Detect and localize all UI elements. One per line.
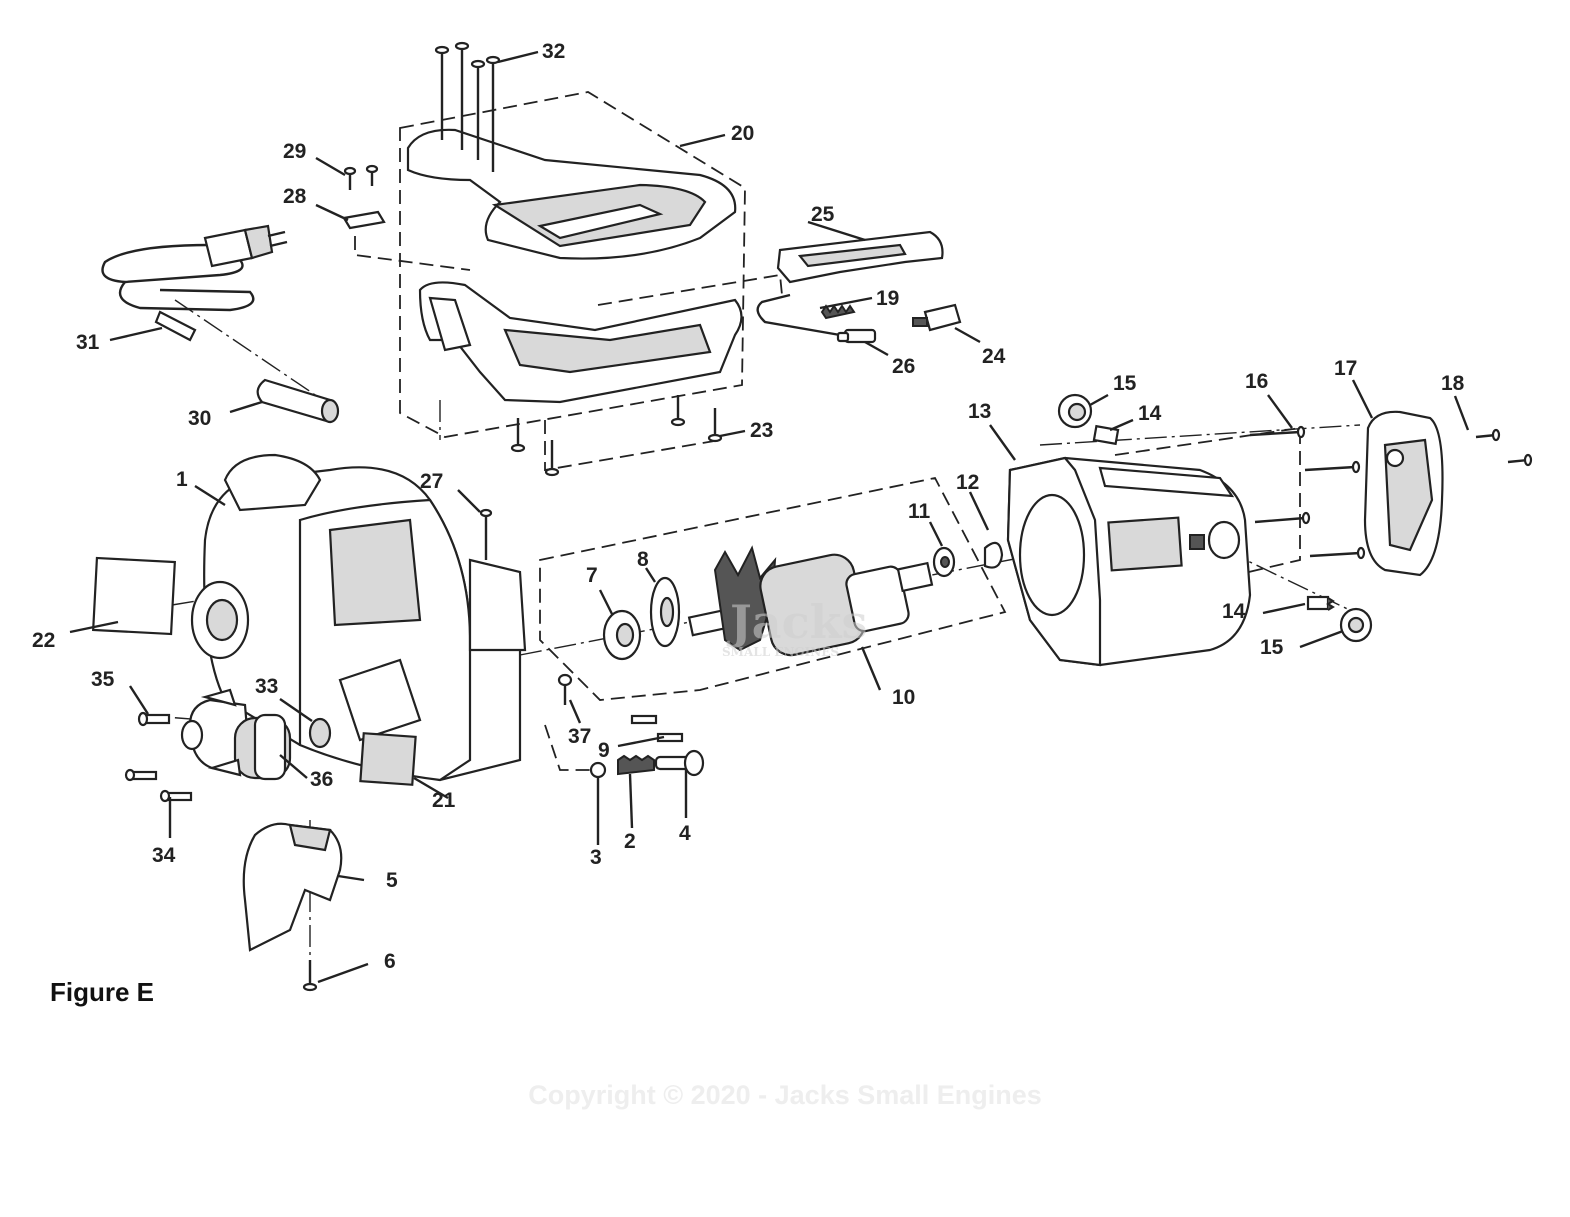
label-22 xyxy=(92,556,176,636)
lower-guard-5 xyxy=(242,822,343,952)
switch-24 xyxy=(912,303,962,332)
cover-screws-18 xyxy=(1475,428,1533,467)
wave-washer-12 xyxy=(983,541,1004,569)
switch-wire-boundary xyxy=(597,273,783,306)
e-ring-3 xyxy=(589,761,607,779)
cord-clamp-28 xyxy=(342,210,386,230)
handle-lower-half xyxy=(418,281,743,404)
bearing-11 xyxy=(932,546,956,578)
callout-37: 37 xyxy=(568,725,591,748)
screw-37 xyxy=(557,673,573,705)
callout-24: 24 xyxy=(982,345,1006,368)
handle-screws-32 xyxy=(434,41,501,172)
cord-clamp-screws-29 xyxy=(343,164,379,190)
figure-title: Figure E xyxy=(50,977,154,1007)
bearing-retainer-8 xyxy=(649,576,681,648)
cord-protector-30 xyxy=(256,378,340,424)
callout-26: 26 xyxy=(892,355,915,378)
washer-33 xyxy=(308,717,332,749)
watermark-logo: Jacks SMALL ENGINES xyxy=(722,595,867,659)
armature xyxy=(687,545,934,657)
cord-clamp-boundary xyxy=(354,236,471,271)
callout-leaders xyxy=(69,50,1470,984)
callout-21: 21 xyxy=(432,789,456,812)
callout-2: 2 xyxy=(624,830,636,853)
callout-20: 20 xyxy=(731,122,754,145)
brush-14-upper xyxy=(1092,424,1120,446)
callout-15-upper: 15 xyxy=(1113,372,1137,395)
callout-25: 25 xyxy=(811,203,835,226)
callout-33: 33 xyxy=(255,675,278,698)
handle-upper-half xyxy=(406,128,737,260)
callout-16: 16 xyxy=(1245,370,1268,393)
trigger-25 xyxy=(776,230,944,284)
callout-1: 1 xyxy=(176,468,188,491)
callout-19: 19 xyxy=(876,287,899,310)
callout-14-upper: 14 xyxy=(1138,402,1162,425)
callout-32: 32 xyxy=(542,40,565,63)
handle-screw-boundary xyxy=(544,420,721,472)
callout-29: 29 xyxy=(283,140,306,163)
callout-3: 3 xyxy=(590,846,602,869)
callout-4: 4 xyxy=(679,822,691,845)
callout-35: 35 xyxy=(91,668,115,691)
screw-27 xyxy=(479,508,493,560)
motor-housing-screw-boundary xyxy=(1114,426,1301,596)
callout-12: 12 xyxy=(956,471,979,494)
handle-screws-23 xyxy=(510,395,723,477)
armature-assembly-boundary xyxy=(539,476,1007,701)
callout-34: 34 xyxy=(152,844,176,867)
callout-8: 8 xyxy=(637,548,649,571)
flange-screw-35 xyxy=(137,711,171,727)
callout-22: 22 xyxy=(32,629,55,652)
lock-button-26 xyxy=(836,328,877,344)
guard-screw-6 xyxy=(302,960,318,992)
brush-14-lower xyxy=(1306,595,1335,611)
watermark-brand: Jacks xyxy=(726,595,867,649)
spring-pin-boundary xyxy=(544,724,600,771)
callout-15-lower: 15 xyxy=(1260,636,1284,659)
callout-18: 18 xyxy=(1441,372,1465,395)
cover-axis xyxy=(1039,424,1361,446)
callout-6: 6 xyxy=(384,950,396,973)
housing-screws-16 xyxy=(1249,425,1366,560)
handle-assembly-boundary xyxy=(399,91,746,438)
lock-wire xyxy=(756,293,841,337)
brush-axis-lower xyxy=(1224,549,1361,616)
spring-19 xyxy=(820,304,856,320)
callout-9: 9 xyxy=(598,739,610,762)
callout-14-lower: 14 xyxy=(1222,600,1246,623)
callout-17: 17 xyxy=(1334,357,1357,380)
assembly-boundaries xyxy=(354,91,1301,771)
callout-7: 7 xyxy=(586,564,598,587)
power-cord-31 xyxy=(101,224,288,342)
callout-13: 13 xyxy=(968,400,991,423)
callout-28: 28 xyxy=(283,185,307,208)
label-21 xyxy=(359,732,417,786)
flange-screws-34 xyxy=(124,768,193,803)
callout-5: 5 xyxy=(386,869,398,892)
spring-2 xyxy=(617,754,655,776)
flange-assembly xyxy=(180,688,292,781)
cord-axis xyxy=(174,299,331,406)
callout-27: 27 xyxy=(420,470,443,493)
end-cover-17 xyxy=(1363,410,1444,577)
brush-cap-15-upper xyxy=(1057,393,1093,429)
copyright-notice: Copyright © 2020 - Jacks Small Engines xyxy=(528,1080,1042,1110)
callout-23: 23 xyxy=(750,419,773,442)
callout-11: 11 xyxy=(908,500,931,523)
callout-36: 36 xyxy=(310,768,333,791)
brush-cap-15-lower xyxy=(1339,607,1373,643)
callout-31: 31 xyxy=(76,331,100,354)
callout-10: 10 xyxy=(892,686,915,709)
motor-housing-13 xyxy=(1006,456,1252,667)
callout-numbers: 32 20 29 28 25 19 26 24 31 30 23 1 27 22… xyxy=(32,40,1465,973)
spindle-lock-pin-4 xyxy=(654,749,705,777)
watermark-sub: SMALL ENGINES xyxy=(722,645,839,659)
bearing-7 xyxy=(602,609,642,661)
callout-30: 30 xyxy=(188,407,211,430)
